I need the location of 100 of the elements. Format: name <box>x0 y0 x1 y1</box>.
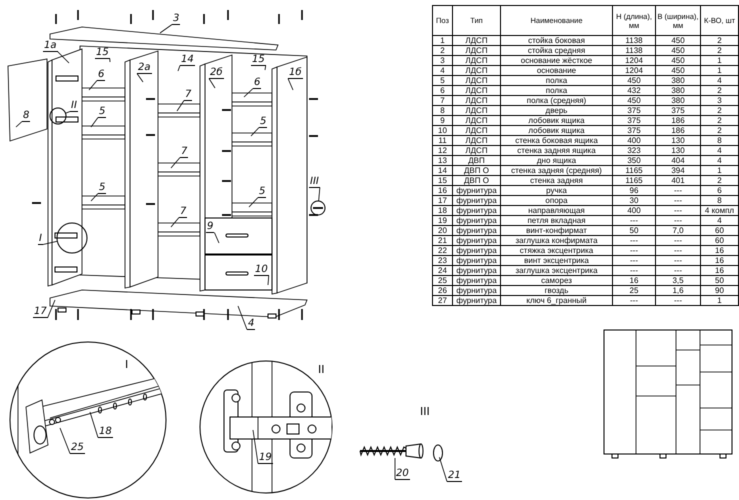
part-name: стойка боковая <box>500 36 612 46</box>
length-value: 432 <box>612 86 656 96</box>
quantity-value: 2 <box>700 36 738 46</box>
width-value: 394 <box>656 166 700 176</box>
part-name: лобовик ящика <box>500 126 612 136</box>
material-type: ДВП О <box>452 176 500 186</box>
callout-number: 3 <box>172 13 180 25</box>
width-value: 380 <box>656 96 700 106</box>
material-type: фурнитура <box>452 276 500 286</box>
material-type: фурнитура <box>452 206 500 216</box>
position-number: 7 <box>432 96 452 106</box>
leader-line <box>268 275 270 286</box>
quantity-value: 2 <box>700 46 738 56</box>
length-value: 350 <box>612 156 656 166</box>
quantity-value: 4 <box>700 156 738 166</box>
width-value: --- <box>656 266 700 276</box>
leader-line <box>60 428 70 454</box>
width-value: 186 <box>656 126 700 136</box>
callout-number: 1а <box>43 40 58 52</box>
callout-number: 6 <box>253 77 262 89</box>
part-name: стенка задняя <box>500 176 612 186</box>
position-number: 25 <box>432 276 452 286</box>
material-type: фурнитура <box>452 226 500 236</box>
leader-line <box>264 65 266 70</box>
callout-number: 14 <box>180 54 195 66</box>
position-number: 14 <box>432 166 452 176</box>
callout-number: 15 <box>251 54 266 66</box>
width-value: 380 <box>656 86 700 96</box>
leader-line <box>90 193 98 202</box>
material-type: ЛДСП <box>452 136 500 146</box>
callout-number: 18 <box>98 426 113 438</box>
length-value: 1165 <box>612 176 656 186</box>
position-number: 8 <box>432 106 452 116</box>
position-number: 16 <box>432 186 452 196</box>
leader-line <box>109 58 110 62</box>
leader-line <box>248 197 258 208</box>
quantity-value: 3 <box>700 96 738 106</box>
material-type: ДВП О <box>452 166 500 176</box>
length-value: 16 <box>612 276 656 286</box>
position-number: 21 <box>432 236 452 246</box>
detail-view-label: II <box>318 363 324 376</box>
detail-marker-circle <box>50 108 66 124</box>
length-value: 450 <box>612 76 656 86</box>
position-number: 9 <box>432 116 452 126</box>
width-value: --- <box>656 196 700 206</box>
callout-number: 8 <box>22 110 30 122</box>
length-value: --- <box>612 236 656 246</box>
position-number: 23 <box>432 256 452 266</box>
material-type: ЛДСП <box>452 106 500 116</box>
material-type: ЛДСП <box>452 86 500 96</box>
part-name: стенка задняя ящика <box>500 146 612 156</box>
leader-line <box>136 73 144 82</box>
part-name: основание <box>500 66 612 76</box>
leader-line <box>238 306 248 330</box>
leader-line <box>47 300 56 318</box>
part-name: опора <box>500 196 612 206</box>
material-type: ЛДСП <box>452 46 500 56</box>
quantity-value: 60 <box>700 236 738 246</box>
position-number: 3 <box>432 56 452 66</box>
part-name: дверь <box>500 106 612 116</box>
length-value: --- <box>612 296 656 306</box>
leader-line <box>90 117 98 128</box>
quantity-value: 16 <box>700 256 738 266</box>
callout-number: 15 <box>95 47 110 59</box>
part-name: саморез <box>500 276 612 286</box>
part-name: винт эксцентрика <box>500 256 612 266</box>
width-value: 450 <box>656 36 700 46</box>
position-number: 2 <box>432 46 452 56</box>
callout-number: 5 <box>258 186 266 198</box>
length-value: 323 <box>612 146 656 156</box>
width-value: 450 <box>656 46 700 56</box>
leader-line <box>160 24 172 34</box>
leader-line <box>16 121 22 128</box>
leader-line <box>252 430 258 464</box>
material-type: ЛДСП <box>452 116 500 126</box>
length-value: 1138 <box>612 36 656 46</box>
length-value: 450 <box>612 96 656 106</box>
position-number: 26 <box>432 286 452 296</box>
length-value: 96 <box>612 186 656 196</box>
leader-line <box>176 100 184 112</box>
callout-number: I <box>38 233 43 245</box>
material-type: ЛДСП <box>452 126 500 136</box>
leader-line <box>57 51 70 64</box>
part-name: полка (средняя) <box>500 96 612 106</box>
part-name: стенка задняя (средняя) <box>500 166 612 176</box>
length-value: 1204 <box>612 66 656 76</box>
length-value: --- <box>612 246 656 256</box>
quantity-value: 1 <box>700 296 738 306</box>
material-type: ЛДСП <box>452 146 500 156</box>
callout-number: 7 <box>180 146 188 158</box>
width-value: 3,5 <box>656 276 700 286</box>
detail-marker-circle <box>56 222 88 254</box>
callout-number: 2а <box>137 62 152 74</box>
callout-number: 5 <box>98 106 106 118</box>
width-value: 450 <box>656 56 700 66</box>
material-type: фурнитура <box>452 246 500 256</box>
length-value: 400 <box>612 136 656 146</box>
leader-line <box>394 458 396 480</box>
width-value: 450 <box>656 66 700 76</box>
width-value: --- <box>656 206 700 216</box>
